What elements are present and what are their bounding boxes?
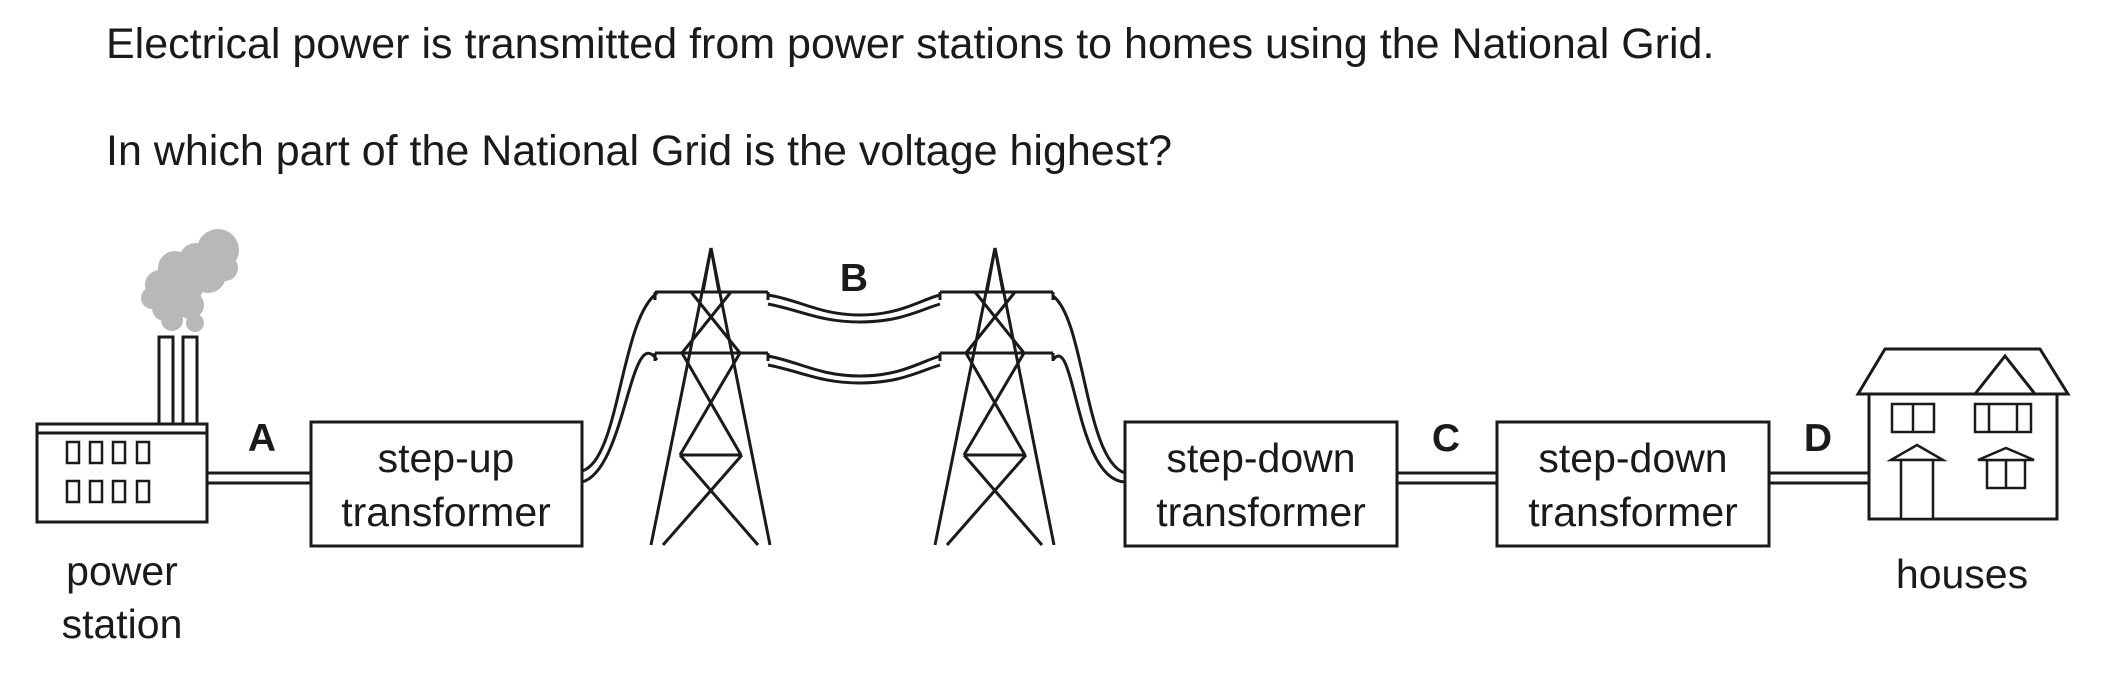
chimney-2 [181,335,199,426]
step-down-2-label-2: transformer [1528,489,1738,535]
question-prompt: In which part of the National Grid is th… [106,127,1173,175]
step-down-1-label-2: transformer [1156,489,1366,535]
house-door [1886,443,1948,521]
cable-d [1769,471,1869,485]
pylon-left [649,247,772,546]
step-down-transformer-2-box [1495,420,1771,548]
pylon-right [933,247,1056,546]
step-down-1-label-1: step-down [1166,435,1355,481]
step-down-transformer-1-box [1123,420,1399,548]
transmission-lines-b [767,293,941,385]
step-up-label-2: transformer [341,489,551,535]
step-up-transformer-box [309,420,584,548]
power-station-caption-2: station [62,601,183,647]
option-a: A [248,417,276,460]
power-station-caption-1: power [66,548,178,594]
option-c: C [1432,417,1460,460]
cable-to-step-down [1051,294,1126,484]
cable-to-left-pylon [581,291,659,484]
chimney-1 [157,335,175,426]
option-b: B [840,257,868,300]
houses-caption: houses [1896,551,2028,597]
power-station-building [35,422,209,524]
step-down-2-label-1: step-down [1538,435,1727,481]
power-station [35,229,239,524]
houses-drawing [1855,347,2071,521]
cable-a [207,471,311,485]
cable-c [1397,471,1497,485]
captions: power station houses [62,548,2029,647]
step-up-label-1: step-up [378,435,515,481]
windows [65,440,151,504]
question-statement: Electrical power is transmitted from pow… [106,20,1715,68]
box-labels: step-up transformer step-down transforme… [341,435,1738,535]
option-letters: A B C D [248,257,1832,460]
option-d: D [1804,417,1832,460]
smoke-cloud [141,229,239,332]
